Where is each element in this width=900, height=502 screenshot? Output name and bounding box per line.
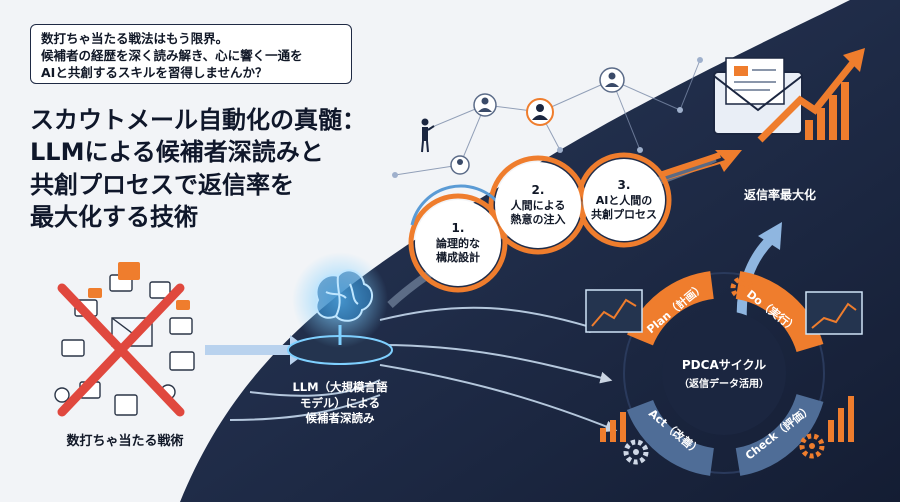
step-3: 3. AIと人間の 共創プロセス — [583, 159, 665, 241]
trend-arrow-icon — [757, 57, 858, 143]
title-line: LLMによる候補者深読みと — [30, 138, 324, 167]
network-nodes — [392, 57, 703, 178]
step-ring-1 — [408, 193, 508, 293]
brain-icon — [315, 269, 373, 322]
blue-arrowhead-icon — [758, 222, 782, 250]
callout-line: 候補者の経歴を深く読み解き、心に響く一通を — [41, 47, 303, 63]
llm-caption-line: 候補者深読み — [305, 411, 375, 426]
flow-lines — [229, 306, 618, 433]
person-icon — [599, 67, 625, 93]
chat-icon — [118, 262, 140, 280]
page-title: スカウトメール自動化の真髄： LLMによる候補者深読みと 共創プロセスで返信率を… — [30, 104, 390, 234]
chat-icon — [88, 288, 102, 298]
llm-caption-line: LLM（大規模言語 — [292, 380, 388, 394]
llm-caption: LLM（大規模言語 モデル）による 候補者深読み — [280, 380, 400, 427]
orange-arrow-icon — [650, 150, 742, 185]
step-1: 1. 論理的な 構成設計 — [415, 200, 501, 286]
standing-person-icon — [421, 118, 435, 153]
llm-caption-line: モデル）による — [299, 395, 381, 410]
pdca-title: PDCAサイクル — [681, 358, 767, 372]
trend-arrowhead-icon — [843, 48, 865, 72]
orange-arrow-shaft — [659, 152, 721, 178]
step-text: AIと人間の — [595, 193, 653, 207]
chat-icon — [176, 300, 190, 310]
gear-icon — [799, 433, 825, 459]
line-chart-icon — [585, 289, 643, 333]
step-text: 熱意の注入 — [510, 212, 566, 226]
callout-line: 数打ちゃ当たる戦法はもう限界。 — [41, 31, 229, 46]
person-icon — [526, 98, 554, 126]
gear-icon — [730, 276, 754, 300]
bar-chart-icon — [805, 82, 849, 140]
title-line: スカウトメール自動化の真髄： — [30, 106, 366, 134]
title-line: 共創プロセスで返信率を — [30, 170, 294, 199]
step-2: 2. 人間による 熱意の注入 — [495, 162, 581, 248]
step-number: 1. — [451, 220, 465, 235]
step-number: 3. — [617, 177, 631, 192]
cross-mark-icon — [57, 283, 185, 417]
person-icon — [450, 155, 470, 175]
pdca-center-label: PDCAサイクル （返信データ活用） — [664, 356, 784, 390]
person-icon — [473, 93, 497, 117]
gear-icon — [623, 439, 649, 465]
bar-chart-icon — [828, 396, 854, 442]
pdca-core — [662, 311, 786, 435]
step-number: 2. — [531, 182, 545, 197]
step-text: 人間による — [510, 198, 566, 212]
pdca-subtitle: （返信データ活用） — [679, 379, 769, 390]
step-text: 構成設計 — [436, 250, 480, 264]
step-arc — [410, 184, 502, 226]
goal-label: 返信率最大化 — [743, 188, 816, 202]
left-caption: 数打ちゃ当たる戦術 — [66, 434, 184, 449]
bar-chart-icon — [600, 412, 626, 442]
line-chart-icon — [805, 291, 863, 335]
pdca-arrows — [626, 271, 824, 476]
step-text: 共創プロセス — [591, 207, 657, 221]
pdca-outer-ring — [623, 272, 825, 474]
intro-callout: 数打ちゃ当たる戦法はもう限界。 候補者の経歴を深く読み解き、心に響く一通を AI… — [30, 24, 352, 84]
step-text: 論理的な — [436, 236, 480, 250]
arrow-icon — [205, 335, 310, 365]
callout-line: AIと共創するスキルを習得しませんか？ — [41, 64, 268, 80]
title-line: 最大化する技術 — [30, 203, 198, 232]
